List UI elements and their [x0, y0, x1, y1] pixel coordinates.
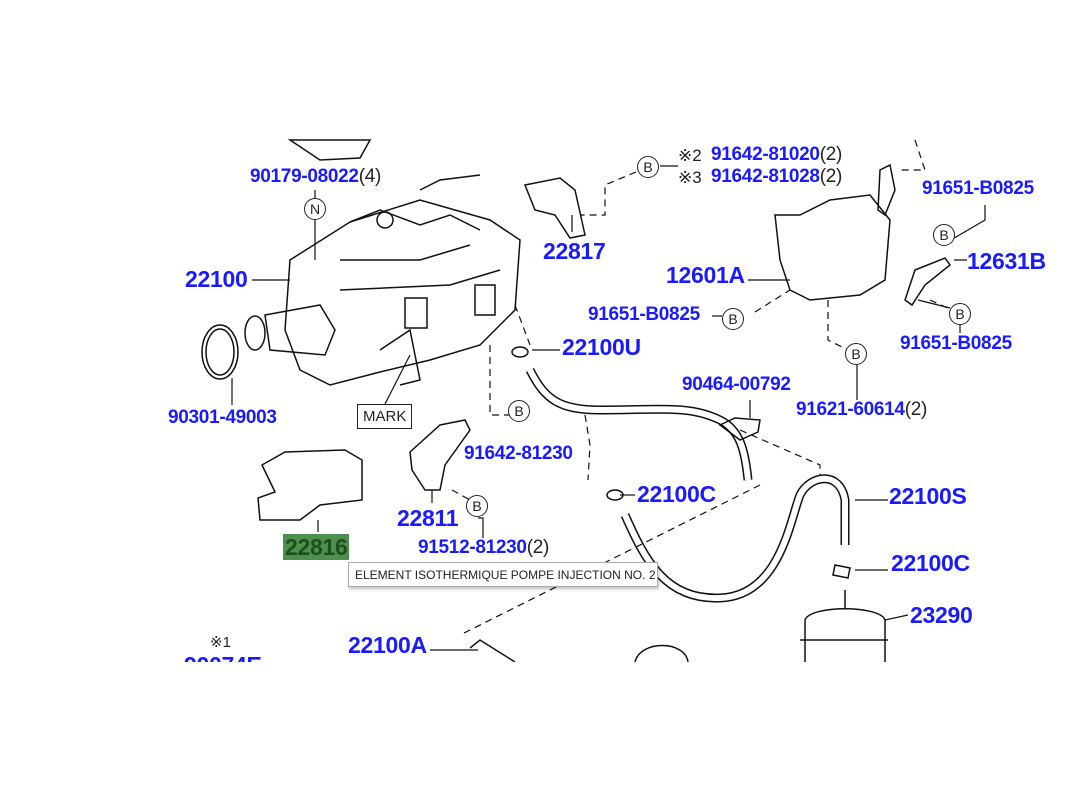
part-22100A[interactable]: 22100A	[348, 632, 427, 658]
part-90464-00792[interactable]: 90464-00792	[682, 374, 791, 395]
part-qty: (2)	[819, 144, 843, 165]
note-3: ※3	[678, 168, 702, 187]
parts-diagram: 90179-08022(4) N 22100 90301-49003 MARK …	[0, 138, 1069, 662]
part-91642-81230[interactable]: 91642-81230	[464, 443, 573, 464]
highlighted-part-number[interactable]: 22816	[283, 534, 350, 560]
part-number[interactable]: 91512-81230	[418, 537, 527, 558]
part-22817[interactable]: 22817	[543, 238, 606, 264]
part-12631B[interactable]: 12631B	[967, 248, 1046, 274]
o-ring-drawing	[201, 324, 239, 380]
callout-n: N	[304, 198, 326, 220]
mark-label: MARK	[357, 404, 413, 429]
part-number[interactable]: 91642-81028	[711, 166, 820, 187]
bracket-22811-drawing	[409, 419, 471, 491]
part-22100U[interactable]: 22100U	[562, 334, 641, 360]
note-1: ※1	[210, 634, 231, 651]
part-90074E[interactable]: 90074E	[184, 654, 262, 663]
part-22100[interactable]: 22100	[185, 266, 248, 292]
bracket-12631B-drawing	[904, 257, 952, 307]
part-22816[interactable]: 22816	[283, 534, 350, 560]
part-number[interactable]: 90179-08022	[250, 166, 359, 187]
callout-b: B	[722, 308, 744, 330]
callout-b: B	[508, 400, 530, 422]
part-qty: (2)	[526, 537, 550, 558]
part-qty: (2)	[819, 166, 843, 187]
part-91651-b0825-mid[interactable]: 91651-B0825	[588, 304, 700, 325]
part-23290[interactable]: 23290	[910, 602, 973, 628]
dashed-lines	[451, 139, 953, 636]
filter-23290-drawing	[800, 608, 888, 662]
part-22100S[interactable]: 22100S	[889, 483, 967, 509]
part-tooltip: ELEMENT ISOTHERMIQUE POMPE INJECTION NO.…	[348, 562, 658, 587]
part-90301-49003[interactable]: 90301-49003	[168, 407, 277, 428]
part-91642-81028[interactable]: 91642-81028(2)	[711, 167, 842, 186]
part-91651-b0825-right[interactable]: 91651-B0825	[900, 333, 1012, 354]
part-91642-81020[interactable]: 91642-81020(2)	[711, 145, 842, 164]
insulator-22816-drawing	[257, 449, 363, 521]
part-12601A[interactable]: 12601A	[666, 262, 745, 288]
part-qty: (2)	[904, 399, 928, 420]
bracket-22817-drawing	[523, 177, 586, 239]
callout-b: B	[466, 495, 488, 517]
part-22100C-upper[interactable]: 22100C	[637, 481, 716, 507]
part-22811[interactable]: 22811	[397, 505, 459, 531]
callout-b: B	[949, 303, 971, 325]
part-91512-81230[interactable]: 91512-81230(2)	[418, 538, 549, 557]
note-2: ※2	[678, 146, 702, 165]
part-qty: (4)	[358, 166, 382, 187]
callout-b: B	[845, 343, 867, 365]
injection-pump-drawing	[244, 139, 521, 386]
part-91621-60614[interactable]: 91621-60614(2)	[796, 400, 927, 419]
part-22100C-lower[interactable]: 22100C	[891, 550, 970, 576]
cover-12601A-drawing	[774, 194, 891, 301]
callout-b: B	[933, 224, 955, 246]
part-91651-b0825-top[interactable]: 91651-B0825	[922, 178, 1034, 199]
part-number[interactable]: 91621-60614	[796, 399, 905, 420]
part-90179-08022[interactable]: 90179-08022(4)	[250, 167, 381, 186]
part-number[interactable]: 91642-81020	[711, 144, 820, 165]
callout-b: B	[637, 156, 659, 178]
